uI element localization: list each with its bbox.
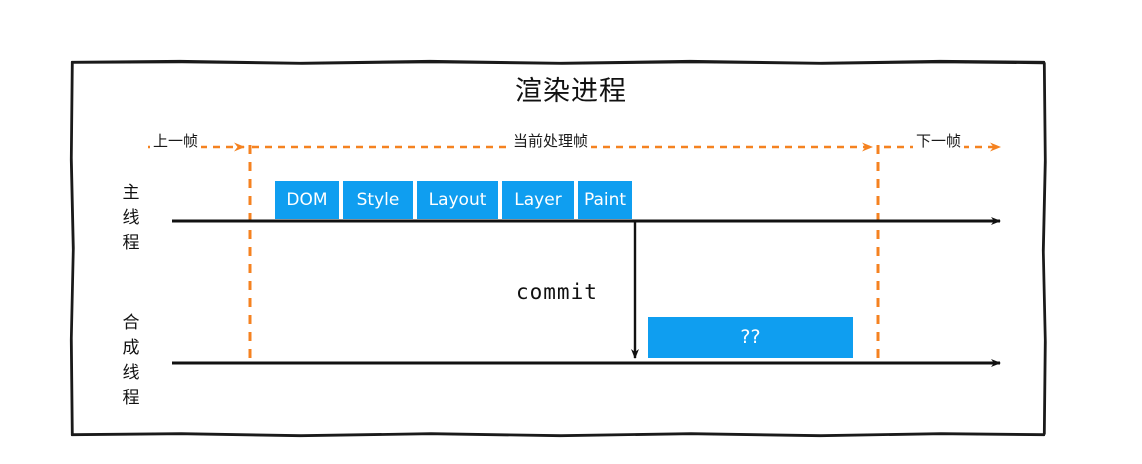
pipeline-stage-paint[interactable]: Paint <box>578 181 632 219</box>
rough-frame-border <box>69 59 1047 438</box>
pipeline-stage-layer[interactable]: Layer <box>502 181 574 219</box>
compositor-thread-label: 合成线程 <box>122 313 140 408</box>
compositor-task-box[interactable]: ?? <box>648 317 853 358</box>
timeline-label-previous-frame: 上一帧 <box>150 133 202 149</box>
pipeline-stage-dom[interactable]: DOM <box>275 181 339 219</box>
timeline-label-current-frame: 当前处理帧 <box>510 133 592 149</box>
page-title: 渲染进程 <box>515 76 627 107</box>
pipeline-stage-layout[interactable]: Layout <box>417 181 498 219</box>
timeline-label-next-frame: 下一帧 <box>913 133 965 149</box>
commit-label: commit <box>516 280 598 304</box>
pipeline-stage-style[interactable]: Style <box>343 181 413 219</box>
main-thread-label: 主线程 <box>122 183 140 253</box>
